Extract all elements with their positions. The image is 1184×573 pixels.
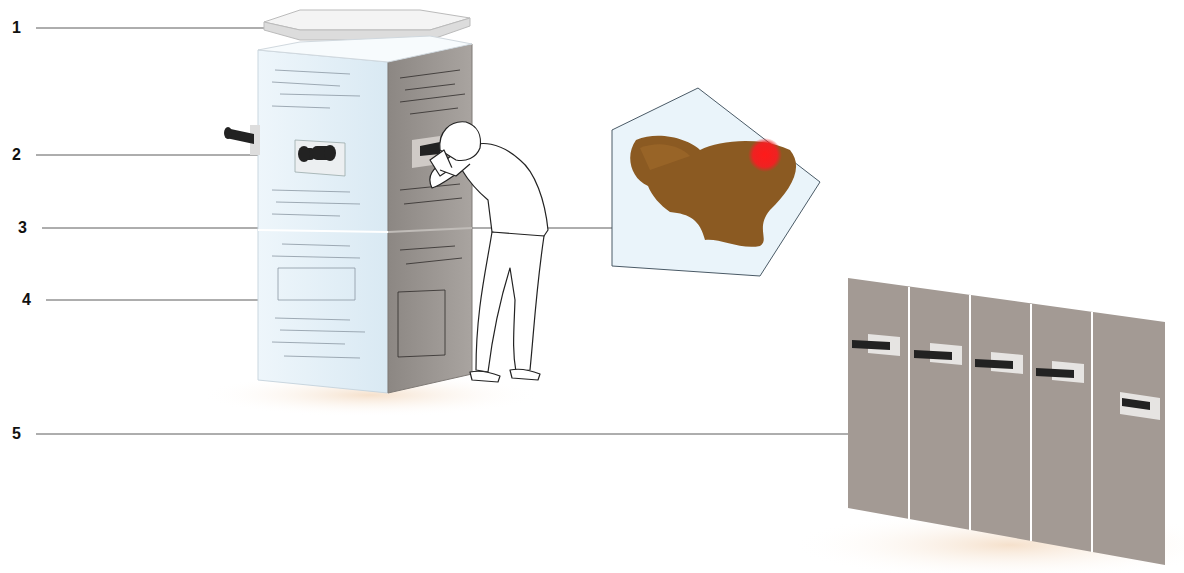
lid bbox=[264, 10, 470, 40]
person bbox=[430, 122, 548, 382]
callout-number: 3 bbox=[18, 220, 27, 236]
leader-lines bbox=[36, 28, 922, 434]
panel-wall bbox=[848, 278, 1165, 565]
inset-view bbox=[612, 88, 820, 276]
kiosk bbox=[224, 36, 472, 393]
callout-number: 5 bbox=[12, 426, 21, 442]
callout-number: 4 bbox=[22, 292, 31, 308]
callout-number: 1 bbox=[12, 20, 21, 36]
callout-number: 2 bbox=[12, 147, 21, 163]
